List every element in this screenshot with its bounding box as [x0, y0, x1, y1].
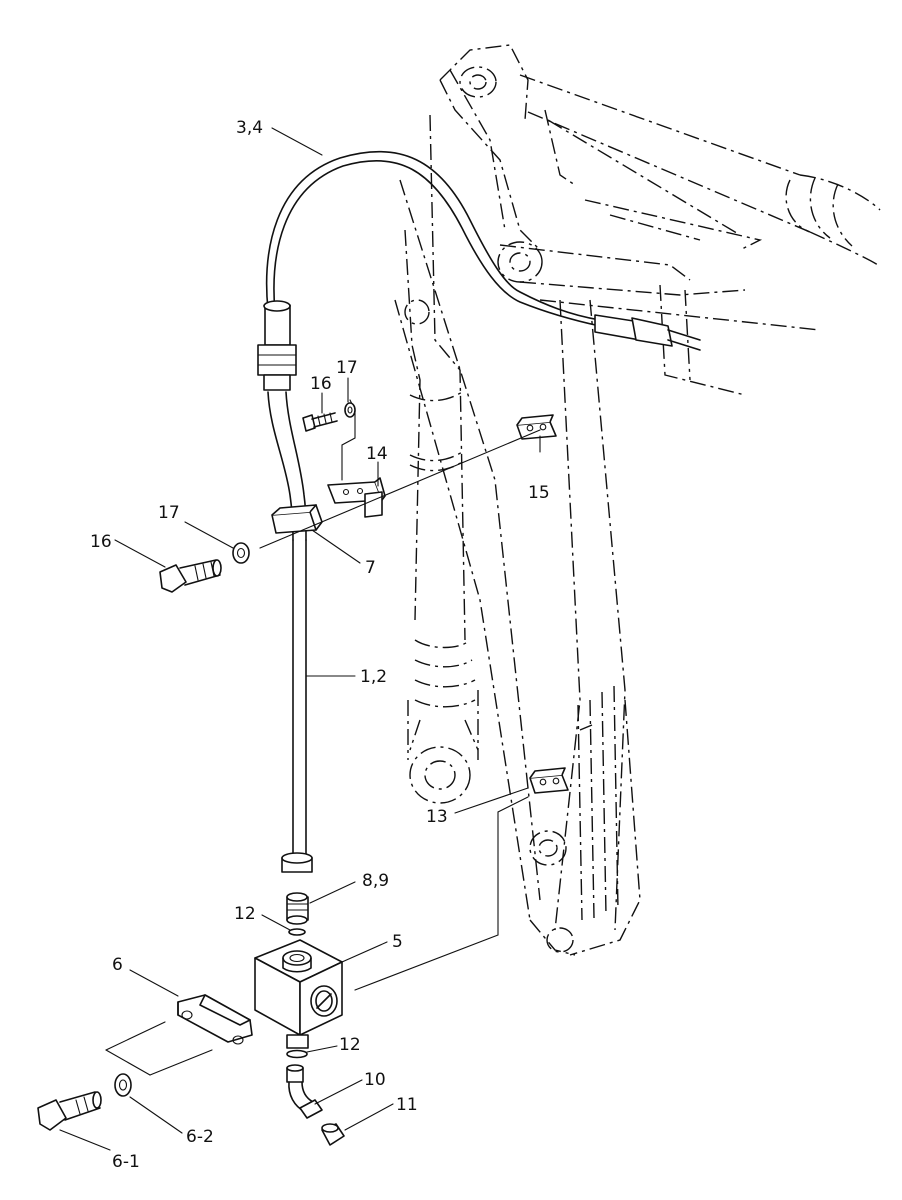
- callout-1-2: 1,2: [360, 667, 387, 687]
- callout-16-upper: 16: [310, 374, 332, 394]
- plug-11: [321, 1123, 345, 1146]
- callout-3-4: 3,4: [236, 118, 263, 138]
- o-ring-12-lower: [286, 1049, 308, 1059]
- callout-6-1: 6-1: [112, 1152, 140, 1172]
- callout-6-2: 6-2: [186, 1127, 214, 1147]
- callout-15: 15: [528, 483, 550, 503]
- plate-13: [529, 767, 569, 794]
- callout-16-lower: 16: [90, 532, 112, 552]
- bolt-16-lower: [159, 559, 222, 593]
- pipe-1-2: [267, 391, 313, 873]
- callout-13: 13: [426, 807, 448, 827]
- callout-10: 10: [364, 1070, 386, 1090]
- callout-17-lower: 17: [158, 503, 180, 523]
- adapter-8-9: [286, 892, 309, 925]
- clamp-7: [271, 504, 323, 534]
- callout-14: 14: [366, 444, 388, 464]
- callout-labels: 3,4 16 17 14 15 17 16 7 1,2 13 8,9 12 5 …: [90, 118, 550, 1172]
- o-ring-12-upper: [288, 928, 306, 936]
- washer-17-upper: [344, 402, 356, 418]
- washer-17-lower: [232, 542, 250, 564]
- callout-7: 7: [365, 558, 376, 578]
- elbow-10: [286, 1064, 323, 1119]
- callout-8-9: 8,9: [362, 871, 389, 891]
- valve-block-5: [254, 939, 343, 1049]
- boom-phantom-outline: [394, 44, 881, 956]
- callout-6: 6: [112, 955, 123, 975]
- callout-12-lower: 12: [339, 1035, 361, 1055]
- washer-6-2: [114, 1073, 132, 1097]
- callout-5: 5: [392, 932, 403, 952]
- bracket-6: [105, 994, 253, 1076]
- callout-17-upper: 17: [336, 358, 358, 378]
- leader-lines: [59, 127, 541, 1151]
- plate-15: [259, 414, 557, 549]
- callout-11: 11: [396, 1095, 418, 1115]
- callout-12-upper: 12: [234, 904, 256, 924]
- bolt-16-upper: [302, 412, 338, 432]
- bolt-6-1: [37, 1091, 102, 1131]
- hose-3-4: [257, 150, 701, 391]
